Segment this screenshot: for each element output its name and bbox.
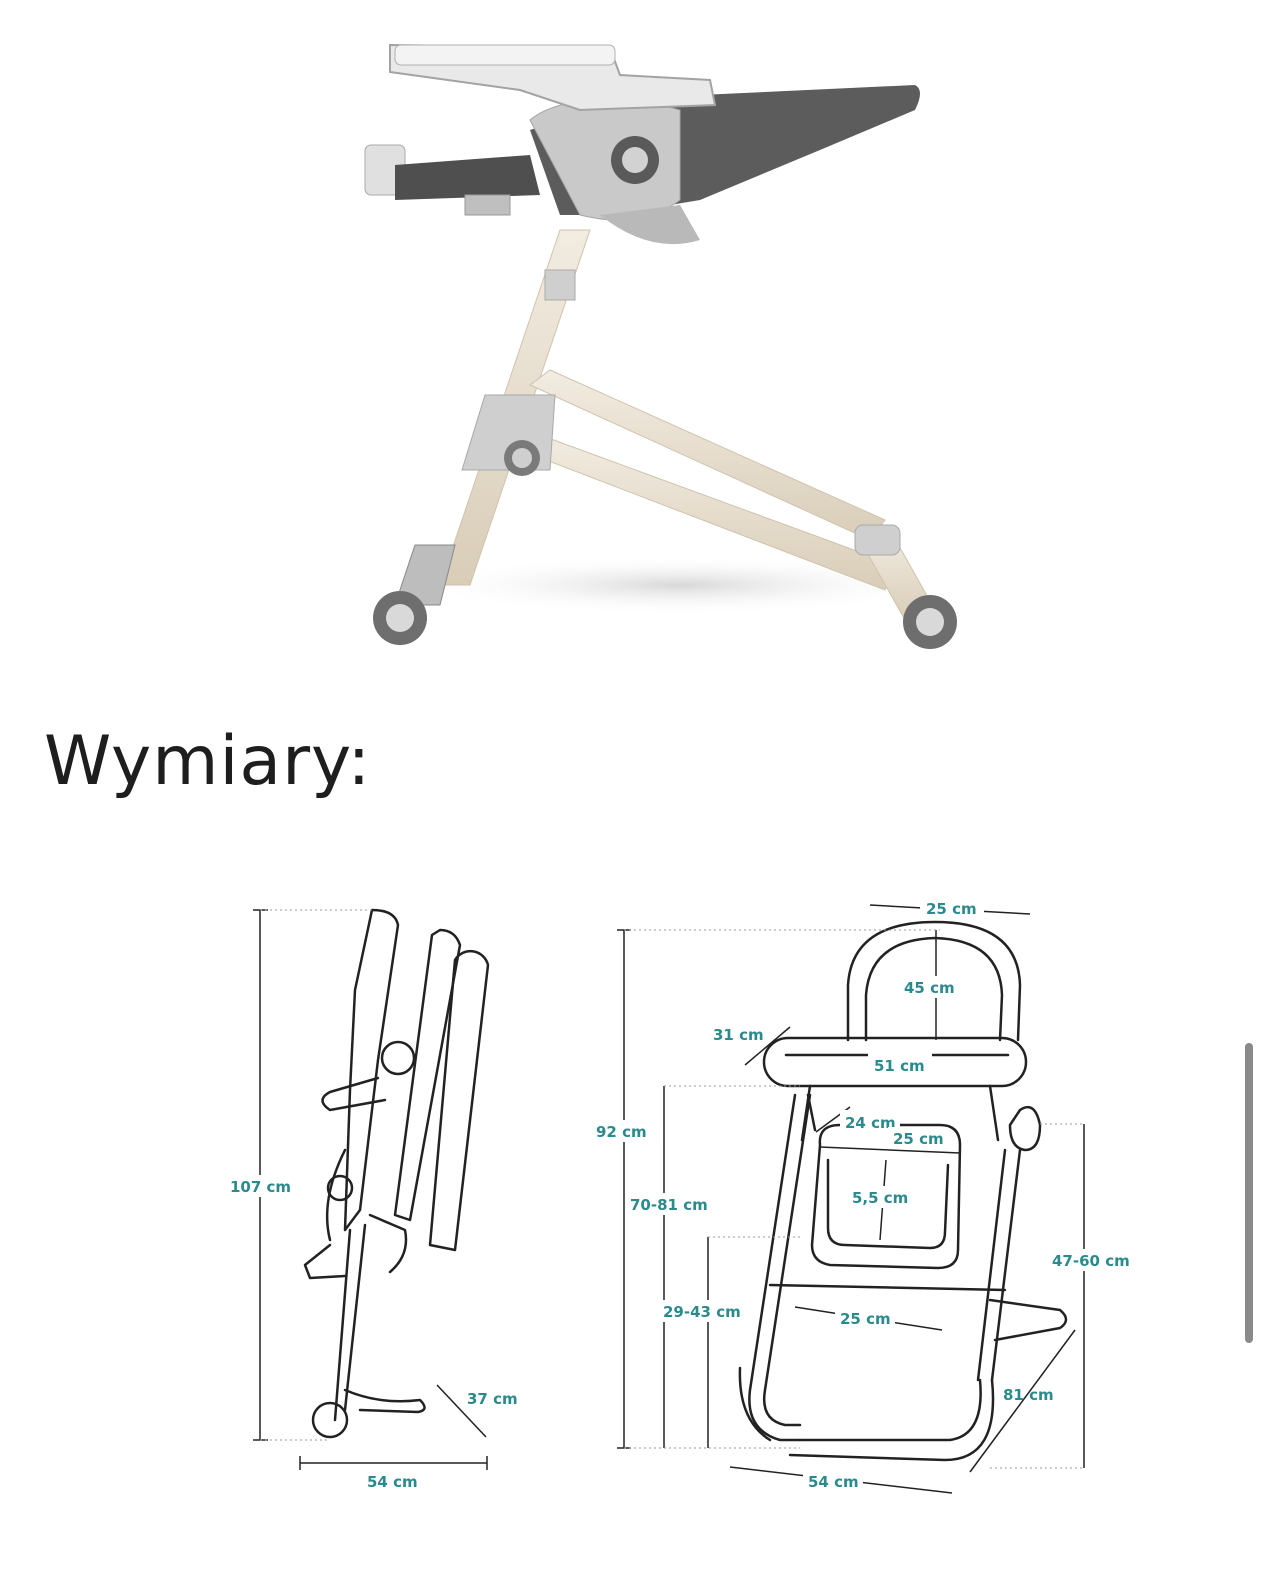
armrest-height-label: 47-60 cm (1052, 1252, 1130, 1270)
side-height-label: 107 cm (230, 1178, 291, 1196)
front-base-label: 54 cm (808, 1473, 859, 1491)
seat-cushion-label: 5,5 cm (852, 1189, 908, 1207)
backrest-label: 45 cm (904, 979, 955, 997)
tray-top-label: 25 cm (926, 900, 977, 918)
seat-height-label: 70-81 cm (630, 1196, 708, 1214)
high-chair-photo (364, 43, 957, 649)
dimension-diagram: 107 cm 54 cm 37 cm 25 cm 45 cm 31 cm 51 … (228, 897, 1138, 1494)
seat-width-label: 25 cm (893, 1130, 944, 1148)
tray-width-label: 51 cm (874, 1057, 925, 1075)
footrest-height-label: 29-43 cm (663, 1303, 741, 1321)
footrest-width-label: 25 cm (840, 1310, 891, 1328)
tray-depth-label: 31 cm (713, 1026, 764, 1044)
depth-label: 81 cm (1003, 1386, 1054, 1404)
total-height-label: 92 cm (596, 1123, 647, 1141)
side-foot-label: 37 cm (467, 1390, 518, 1408)
scrollbar[interactable] (1245, 1043, 1253, 1343)
seat-depth-label: 24 cm (845, 1114, 896, 1132)
page-title: Wymiary: (44, 722, 372, 801)
side-base-label: 54 cm (367, 1473, 418, 1491)
